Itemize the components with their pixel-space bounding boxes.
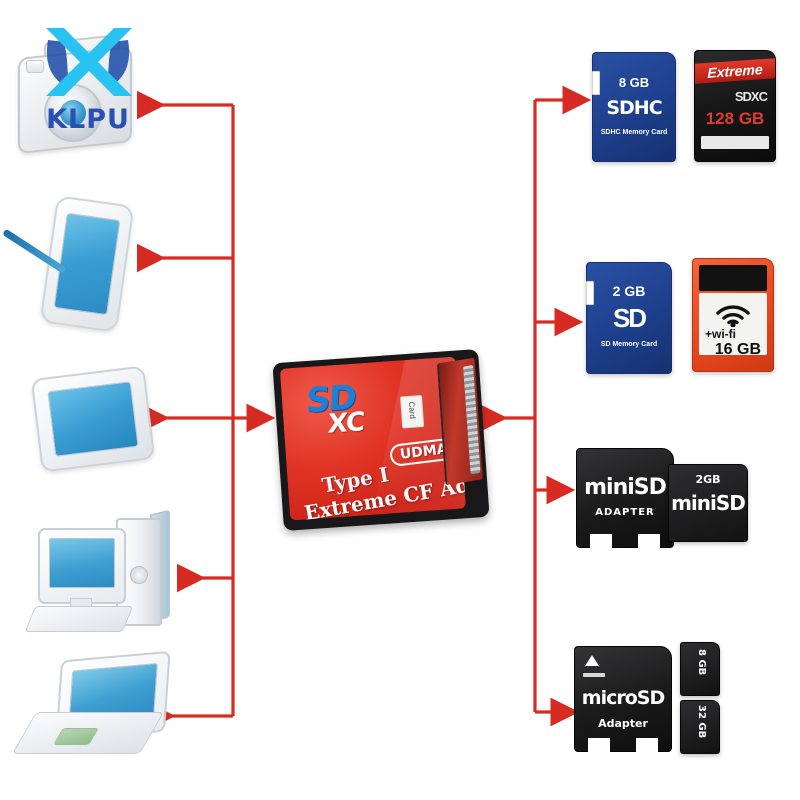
sd-8gb-capacity: 8 GB	[618, 75, 650, 90]
sd-2gb-subtitle: SD Memory Card	[600, 341, 658, 348]
sd-2gb-logo: SD	[612, 303, 647, 333]
camera-lens-icon	[44, 84, 102, 142]
card-sd-128gb[interactable]: Extreme SDXC 128 GB	[694, 50, 776, 162]
pc-screen	[49, 538, 115, 588]
sd-128gb-label-strip	[701, 136, 769, 149]
pc-keyboard-icon	[24, 606, 134, 632]
pc-monitor	[38, 528, 126, 604]
sd-8gb-logo: SDHC	[606, 97, 662, 119]
minisd-adapter-logo: miniSD	[584, 475, 667, 500]
microsd-adapter-subtitle: Adapter	[598, 717, 648, 730]
eyefi-brand: +wi-fi	[705, 327, 737, 341]
eyefi-capacity: 16 GB	[714, 341, 761, 358]
wifi-icon	[716, 305, 750, 327]
card-minisd-2gb[interactable]: 2GB miniSD	[668, 464, 748, 542]
microsd-a-capacity: 8 GB	[696, 649, 707, 676]
eyefi-label-area: +wi-fi 16 GB	[699, 293, 767, 358]
card-eyefi-16gb[interactable]: +wi-fi 16 GB	[692, 258, 774, 372]
card-microsd-adapter[interactable]: microSD Adapter	[574, 646, 672, 752]
cf-adapter-product[interactable]: SD XC Card UDMA Type I Extreme CF Adapte…	[272, 349, 490, 531]
adapter-foot-left	[588, 738, 610, 752]
microsd-orientation-arrow-icon	[585, 655, 599, 666]
sd-128gb-logo: SDXC	[734, 89, 768, 104]
sd-8gb-subtitle: SDHC Memory Card	[600, 129, 668, 136]
card-sd-8gb[interactable]: 8 GB SDHC SDHC Memory Card	[592, 52, 676, 162]
sd-2gb-capacity: 2 GB	[612, 283, 646, 299]
sd-write-notch	[586, 281, 594, 305]
tablet-body	[30, 365, 156, 473]
microsd-adapter-logo: microSD	[581, 687, 665, 709]
eyefi-top-band	[699, 265, 767, 291]
card-minisd-adapter[interactable]: miniSD ADAPTER	[576, 448, 674, 548]
pda-screen	[53, 212, 121, 316]
adapter-foot-right	[636, 738, 658, 752]
minisd-2gb-logo: miniSD	[671, 491, 746, 515]
tablet-screen	[47, 381, 139, 457]
card-sd-2gb[interactable]: 2 GB SD SD Memory Card	[586, 262, 672, 374]
minisd-adapter-subtitle: ADAPTER	[595, 507, 655, 518]
microsd-b-capacity: 32 GB	[696, 705, 707, 739]
cf-card-tag-label: Card	[406, 401, 418, 420]
sd-128gb-capacity: 128 GB	[705, 109, 765, 128]
card-microsd-b[interactable]: 32 GB	[680, 700, 720, 754]
card-microsd-a[interactable]: 8 GB	[680, 642, 720, 696]
minisd-2gb-capacity: 2GB	[695, 473, 721, 486]
adapter-foot-right	[638, 534, 660, 548]
adapter-foot-left	[590, 534, 612, 548]
camera-flash-icon	[26, 60, 44, 73]
xc-logo: XC	[327, 407, 365, 440]
sd-write-notch	[592, 71, 600, 95]
cf-card-tag: Card	[400, 395, 425, 429]
microsd-lock-slider-icon	[583, 673, 605, 677]
